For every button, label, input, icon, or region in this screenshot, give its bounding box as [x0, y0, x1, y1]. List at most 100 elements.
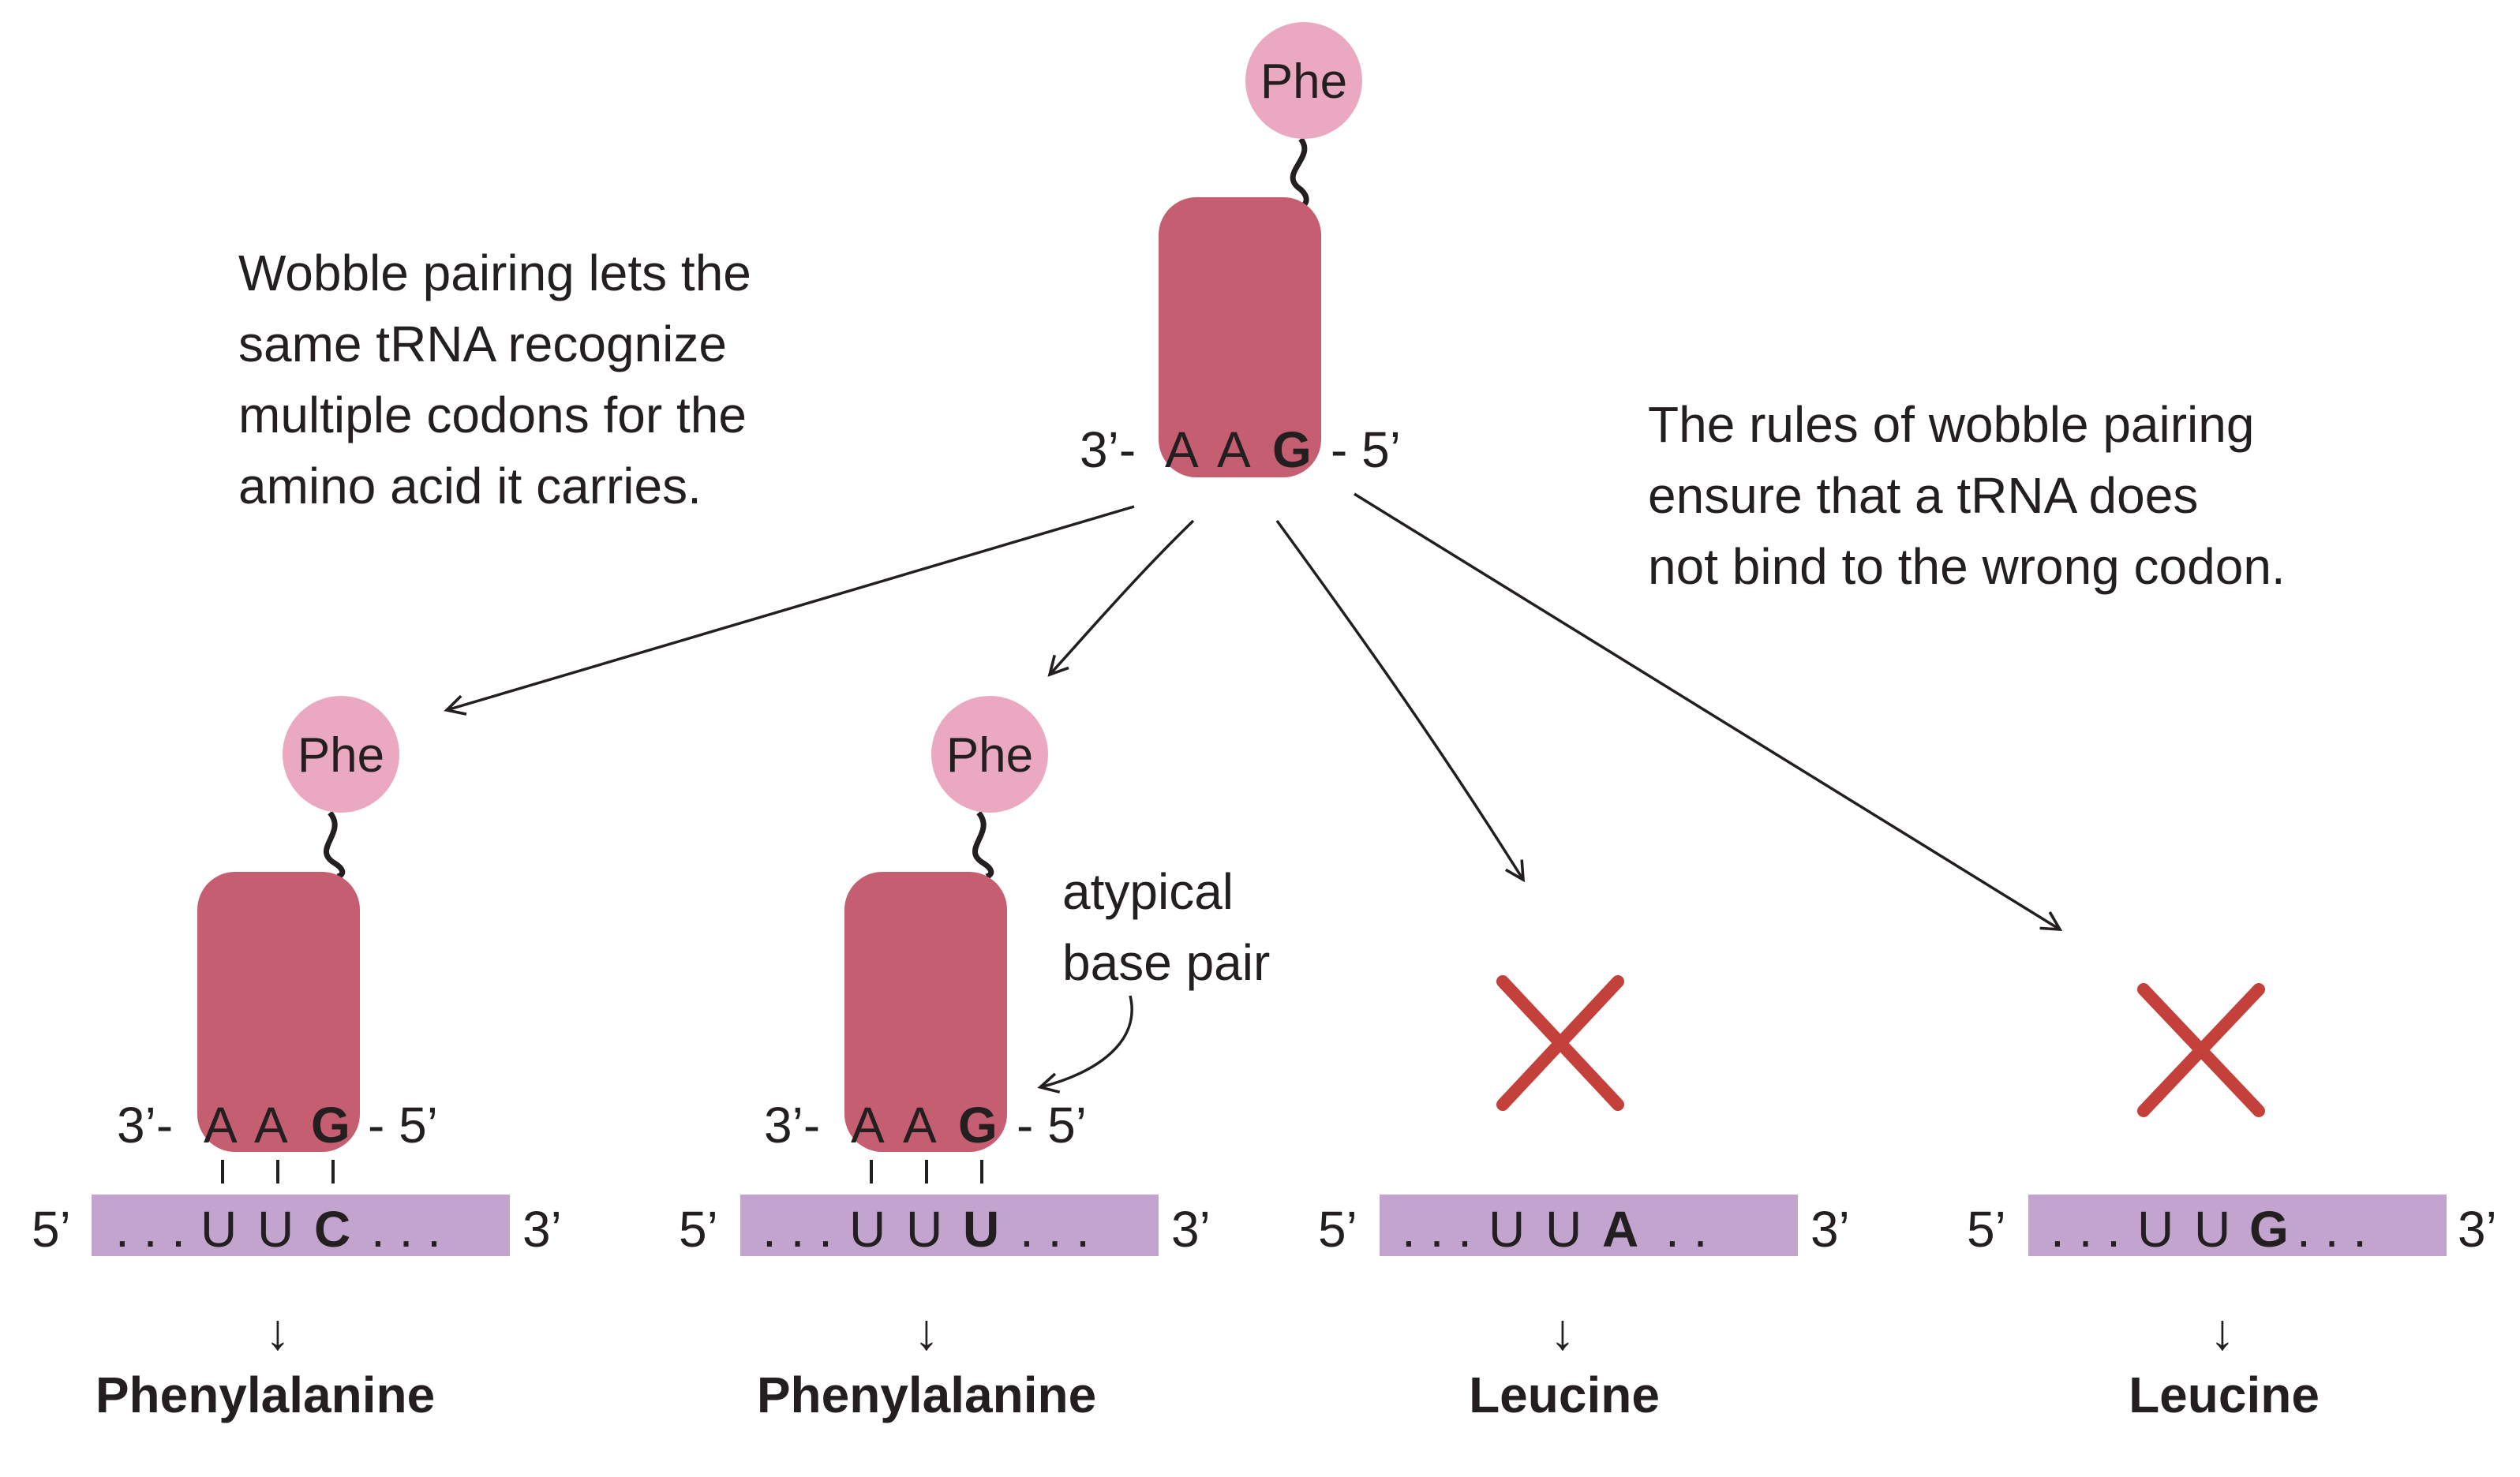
panel-1-trna-body — [197, 872, 360, 1152]
panel-2-anticodon-base-2: A — [903, 1097, 937, 1154]
left-note: Wobble pairing lets the same tRNA recogn… — [238, 245, 766, 514]
panel-3-cross-icon — [1496, 975, 1624, 1111]
panel-4-mrna-lead: . . . — [2050, 1201, 2121, 1258]
right-note-line-1: The rules of wobble pairing — [1648, 396, 2254, 453]
panel-1-anticodon-base-3: G — [311, 1097, 350, 1154]
panel-2-down-arrow: ↓ — [914, 1303, 939, 1360]
panel-3-mrna-strip — [1380, 1195, 1798, 1256]
panel-2-anticodon: 3’- A A G - 5’ — [764, 1097, 1087, 1154]
panel-2-anticodon-5prime: - 5’ — [1017, 1097, 1087, 1154]
panel-4-result: Leucine — [2129, 1367, 2320, 1423]
panel-3-result: Leucine — [1469, 1367, 1660, 1423]
top-trna-body — [1159, 197, 1321, 477]
panel-3-mrna-base-2: U — [1545, 1201, 1582, 1258]
panel-1-mrna-base-2: U — [257, 1201, 294, 1258]
panel-4: 5’ . . . U U G . . . 3’ ↓ Leucine — [1967, 983, 2497, 1423]
panel-2-anticodon-3prime: 3’- — [764, 1097, 820, 1154]
panel-4-mrna-3prime: 3’ — [2458, 1201, 2497, 1258]
panel-1-anticodon-base-1: A — [204, 1097, 238, 1154]
atypical-callout-line-1: atypical — [1062, 863, 1234, 920]
panel-2-mrna-base-1: U — [849, 1201, 886, 1258]
atypical-callout: atypical base pair — [1062, 863, 1270, 991]
panel-2-mrna-wobble-base: U — [963, 1201, 999, 1258]
panel-1-linker — [324, 810, 346, 880]
panel-1-mrna-wobble-base: C — [314, 1201, 350, 1258]
panel-1-mrna: 5’ . . . U U C . . . 3’ — [32, 1201, 562, 1258]
panel-3-mrna-base-1: U — [1488, 1201, 1525, 1258]
panel-4-mrna-base-2: U — [2194, 1201, 2230, 1258]
atypical-callout-arrow — [1037, 995, 1133, 1094]
right-note-line-3: not bind to the wrong codon. — [1648, 538, 2286, 595]
top-anticodon: 3’- A A G - 5’ — [1080, 421, 1401, 478]
left-note-line-3: multiple codons for the — [238, 387, 747, 443]
panel-1-anticodon-3prime: 3’- — [117, 1097, 173, 1154]
fan-arrows — [444, 492, 2063, 932]
panel-4-mrna-wobble-base: G — [2249, 1201, 2289, 1258]
panel-2-linker — [972, 810, 994, 880]
panel-2-amino-acid-label: Phe — [946, 728, 1033, 783]
left-note-line-4: amino acid it carries. — [238, 458, 702, 514]
panel-3-mrna-trail: . . — [1665, 1201, 1707, 1258]
arrow-to-panel-2 — [1047, 519, 1195, 677]
panel-2-mrna-strip — [740, 1195, 1159, 1256]
panel-3-mrna: 5’ . . . U U A . . 3’ — [1318, 1201, 1850, 1258]
panel-1-anticodon: 3’- A A G - 5’ — [117, 1097, 438, 1154]
panel-1-pair-ticks — [221, 1160, 335, 1183]
panel-3-mrna-wobble-base: A — [1602, 1201, 1638, 1258]
panel-3-mrna-lead: . . . — [1402, 1201, 1472, 1258]
top-trna: Phe 3’- A A G - 5’ — [1080, 22, 1401, 478]
panel-4-mrna-5prime: 5’ — [1967, 1201, 2004, 1258]
panel-2-anticodon-base-3: G — [958, 1097, 998, 1154]
panel-2-trna-body — [844, 872, 1007, 1152]
panel-1-amino-acid-circle — [283, 696, 399, 813]
top-anticodon-5prime: - 5’ — [1331, 421, 1401, 478]
panel-3-mrna-3prime: 3’ — [1810, 1201, 1850, 1258]
panel-4-mrna-trail: . . . — [2297, 1201, 2367, 1258]
top-anticodon-3prime: 3’- — [1080, 421, 1136, 478]
panel-2-mrna-lead: . . . — [762, 1201, 833, 1258]
top-anticodon-base-2: A — [1217, 421, 1251, 478]
panel-2-pair-ticks — [870, 1160, 983, 1183]
panel-2-amino-acid-circle — [931, 696, 1048, 813]
panel-4-mrna-strip — [2028, 1195, 2447, 1256]
right-note: The rules of wobble pairing ensure that … — [1648, 396, 2286, 595]
panel-1-mrna-3prime: 3’ — [522, 1201, 562, 1258]
panel-1-amino-acid-label: Phe — [298, 728, 384, 783]
left-note-line-2: same tRNA recognize — [238, 316, 727, 372]
panel-1-mrna-lead: . . . — [115, 1201, 185, 1258]
arrow-to-panel-4 — [1354, 492, 2063, 932]
panel-1-mrna-base-1: U — [200, 1201, 237, 1258]
top-anticodon-base-1: A — [1165, 421, 1199, 478]
arrow-to-panel-3 — [1275, 519, 1526, 883]
panel-2-mrna-3prime: 3’ — [1171, 1201, 1211, 1258]
panel-2-result: Phenylalanine — [757, 1367, 1096, 1423]
panel-3: 5’ . . . U U A . . 3’ ↓ Leucine — [1318, 975, 1850, 1423]
panel-2-mrna-base-2: U — [906, 1201, 942, 1258]
panel-4-cross-icon — [2137, 983, 2265, 1117]
top-amino-acid-circle — [1245, 22, 1362, 139]
panel-4-mrna: 5’ . . . U U G . . . 3’ — [1967, 1201, 2497, 1258]
panel-1-anticodon-5prime: - 5’ — [368, 1097, 438, 1154]
panel-1-mrna-5prime: 5’ — [32, 1201, 69, 1258]
panel-2-mrna-trail: . . . — [1020, 1201, 1090, 1258]
panel-1: Phe 3’- A A G - 5’ 5’ . . . U U C . . . … — [32, 696, 562, 1423]
panel-1-mrna-trail: . . . — [371, 1201, 441, 1258]
top-trna-linker — [1290, 136, 1309, 210]
top-anticodon-base-3: G — [1272, 421, 1312, 478]
arrow-to-panel-1 — [444, 505, 1135, 716]
panel-1-down-arrow: ↓ — [265, 1303, 290, 1360]
panel-4-down-arrow: ↓ — [2210, 1303, 2235, 1360]
right-note-line-2: ensure that a tRNA does — [1648, 467, 2198, 524]
panel-2-mrna: 5’ . . . U U U . . . 3’ — [679, 1201, 1211, 1258]
panel-1-mrna-strip — [92, 1195, 510, 1256]
panel-4-mrna-base-1: U — [2137, 1201, 2174, 1258]
panel-3-down-arrow: ↓ — [1550, 1303, 1575, 1360]
panel-2-mrna-5prime: 5’ — [679, 1201, 716, 1258]
left-note-line-1: Wobble pairing lets the — [238, 245, 751, 301]
panel-1-result: Phenylalanine — [95, 1367, 435, 1423]
panel-1-anticodon-base-2: A — [254, 1097, 288, 1154]
panel-2: Phe 3’- A A G - 5’ 5’ . . . U U U . . . … — [679, 696, 1270, 1423]
panel-2-anticodon-base-1: A — [851, 1097, 885, 1154]
